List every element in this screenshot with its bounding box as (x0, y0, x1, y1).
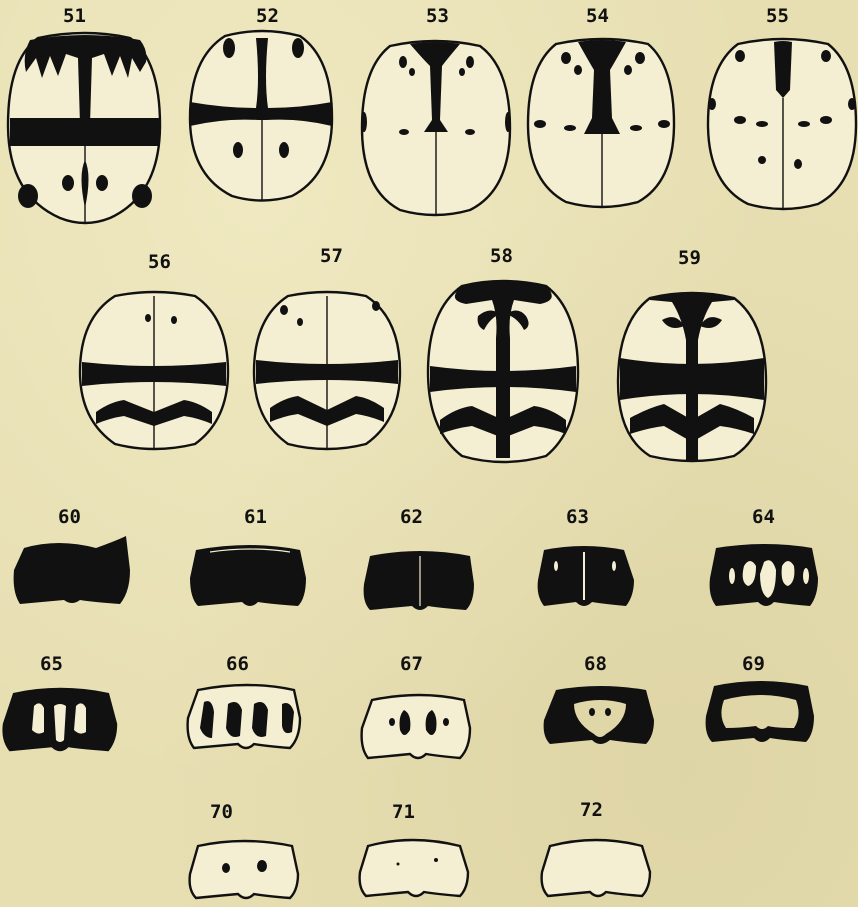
figure-number-67: 67 (400, 653, 423, 675)
figure-72: 72 (542, 799, 650, 896)
figure-68: 68 (544, 653, 654, 744)
figure-number-54: 54 (586, 5, 609, 27)
figure-59: 59 (618, 247, 766, 462)
figure-52: 52 (190, 5, 332, 201)
figure-number-72: 72 (580, 799, 603, 821)
figure-number-57: 57 (320, 245, 343, 267)
figure-number-63: 63 (566, 506, 589, 528)
figure-56: 56 (80, 251, 228, 450)
figure-number-51: 51 (63, 5, 86, 27)
figure-66: 66 (188, 653, 300, 748)
figure-number-58: 58 (490, 245, 513, 267)
figure-number-56: 56 (148, 251, 171, 273)
figure-58: 58 (428, 245, 578, 462)
figure-number-69: 69 (742, 653, 765, 675)
figure-number-64: 64 (752, 506, 775, 528)
figure-number-68: 68 (584, 653, 607, 675)
figure-57: 57 (254, 245, 400, 450)
figure-number-53: 53 (426, 5, 449, 27)
figure-number-61: 61 (244, 506, 267, 528)
figure-63: 63 (538, 506, 634, 606)
figure-number-59: 59 (678, 247, 701, 269)
figure-number-65: 65 (40, 653, 63, 675)
figure-number-60: 60 (58, 506, 81, 528)
figure-number-55: 55 (766, 5, 789, 27)
figure-70: 70 (190, 801, 298, 898)
figure-69: 69 (706, 653, 814, 742)
figure-61: 61 (190, 506, 306, 606)
figure-60: 60 (14, 506, 130, 604)
figure-number-52: 52 (256, 5, 279, 27)
figure-54: 54 (528, 5, 674, 208)
figure-64: 64 (710, 506, 818, 606)
figure-number-66: 66 (226, 653, 249, 675)
figure-number-70: 70 (210, 801, 233, 823)
figure-55: 55 (708, 5, 856, 210)
figure-51: 51 (8, 5, 160, 223)
figure-67: 67 (362, 653, 470, 758)
figure-71: 71 (360, 801, 468, 896)
figure-53: 53 (361, 5, 511, 215)
figure-62: 62 (364, 506, 474, 610)
figure-number-71: 71 (392, 801, 415, 823)
figure-65: 65 (4, 653, 116, 750)
figure-number-62: 62 (400, 506, 423, 528)
